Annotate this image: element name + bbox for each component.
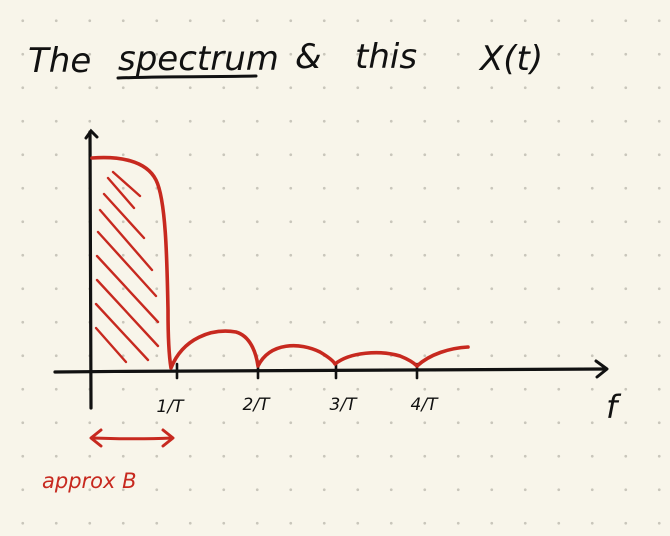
title-word-spectrum: spectrum [118,39,279,79]
title-word-ampersand: & [295,37,322,77]
title-word-xt: X(t) [478,39,543,79]
title: The spectrum & this X(t) [28,37,543,81]
tick-label-1: 1/T [157,397,186,417]
bandwidth-arrow [89,428,175,448]
tick-labels: 1/T 2/T 3/T 4/T [157,395,440,417]
main-lobe-hatching [94,170,160,364]
spectrum-curve [90,155,470,370]
x-axis-arrowhead [594,359,609,379]
y-axis-arrowhead [84,128,99,140]
tick-label-2: 2/T [243,395,272,415]
bandwidth-label: approx B [42,469,137,493]
title-word-this: this [355,37,417,77]
title-word-the: The [28,41,91,81]
title-underline [116,74,258,80]
tick-label-3: 3/T [330,395,359,415]
y-axis [88,130,93,410]
x-axis-label: f [606,388,622,426]
x-axis [53,367,608,374]
tick-label-4: 4/T [411,395,440,415]
